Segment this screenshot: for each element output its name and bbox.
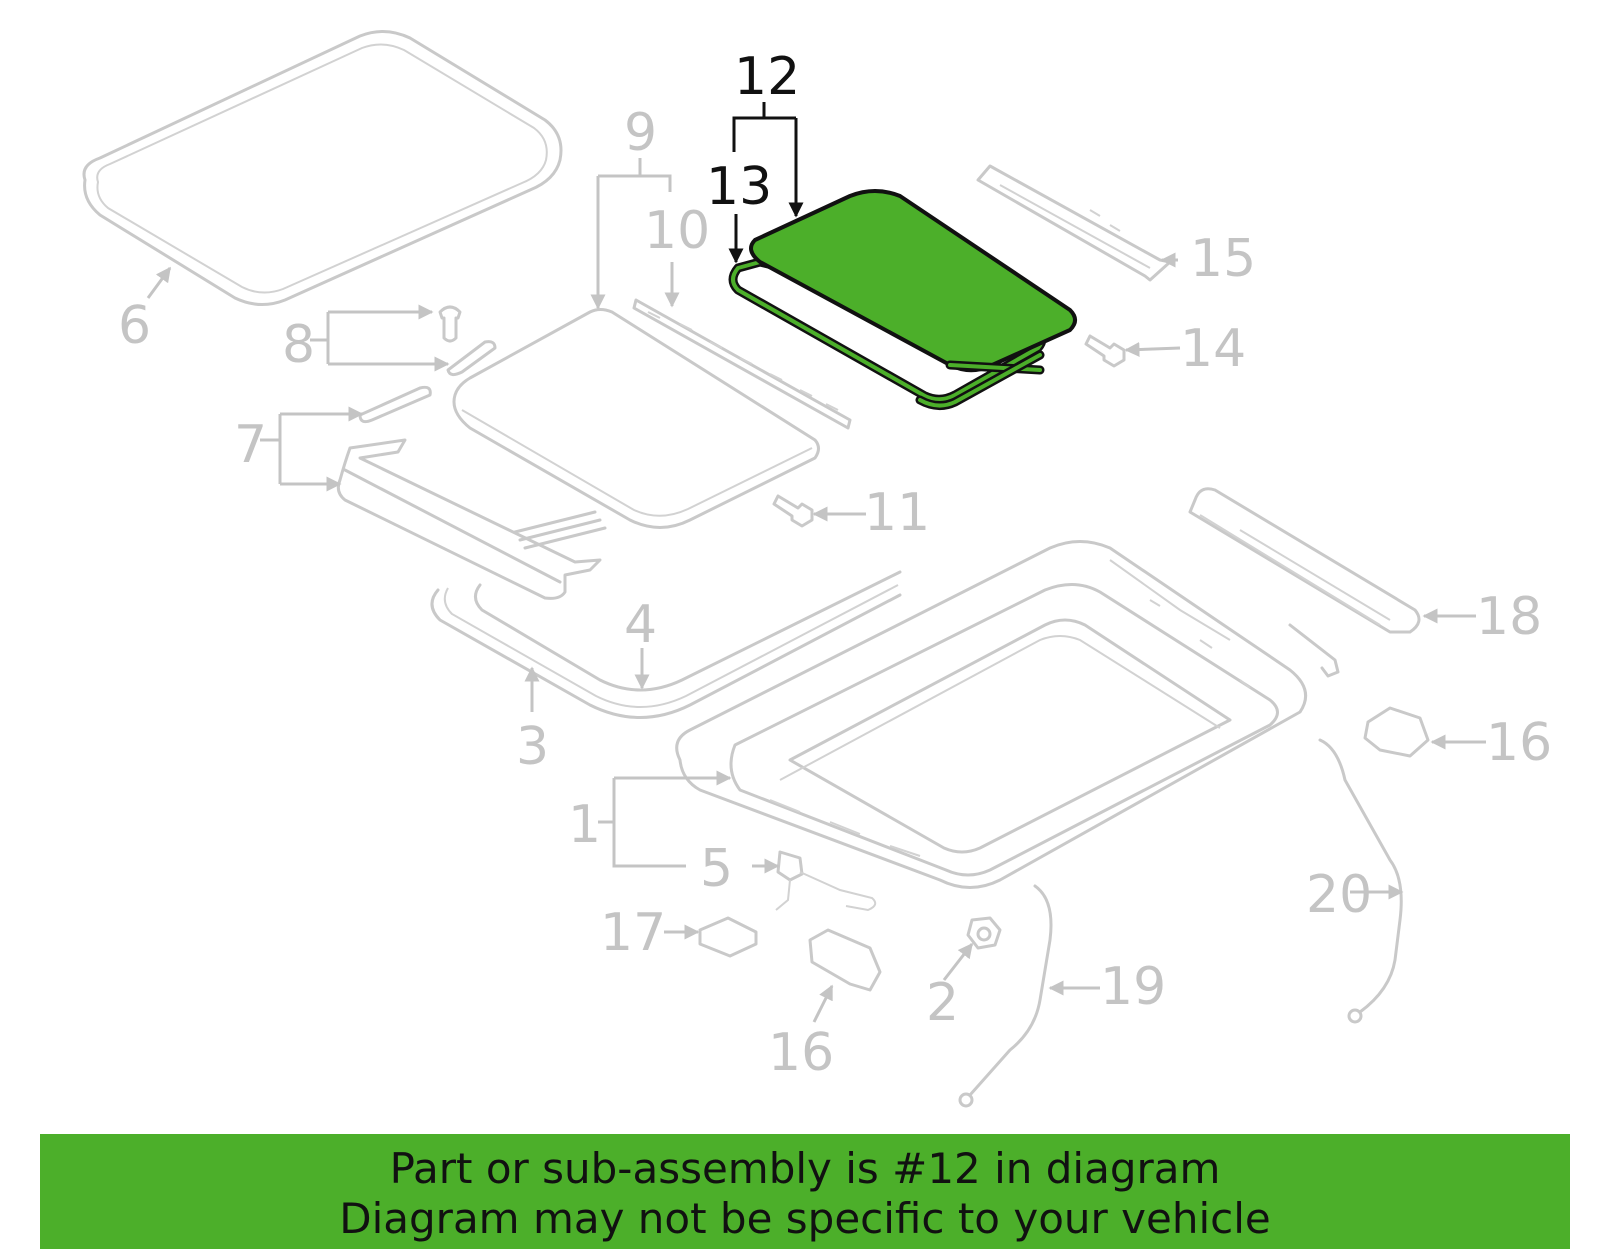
callout-19: 19 [1100,957,1166,1017]
callout-14: 14 [1180,319,1246,379]
callout-2: 2 [926,973,959,1033]
callout-11: 11 [864,483,930,543]
highlighted-seal-part-13 [915,350,1045,410]
nut-part-2 [966,916,1002,950]
module-part-17 [698,916,758,958]
guide-rail-part-15 [976,164,1172,282]
callout-4: 4 [624,595,657,655]
callout-1: 1 [568,795,601,855]
frame-assembly-part-1 [675,540,1308,889]
callout-18: 18 [1476,587,1542,647]
seal-part-3 [430,584,902,719]
leader-lines [146,102,1486,1023]
callout-20: 20 [1306,865,1372,925]
highlighted-part-12 [728,189,1077,404]
callout-3: 3 [516,717,549,777]
info-banner: Part or sub-assembly is #12 in diagram D… [40,1134,1570,1249]
callout-13: 13 [706,157,772,217]
callout-6: 6 [118,296,151,356]
roof-glass-part-9 [452,308,820,529]
callout-8: 8 [282,315,315,375]
callout-12: 12 [734,47,800,107]
banner-line-part: Part or sub-assembly is #12 in diagram [389,1144,1221,1193]
seal-part-4 [474,570,902,692]
banner-line-disclaimer: Diagram may not be specific to your vehi… [339,1194,1271,1243]
motor-part-16-right [1363,706,1430,758]
callout-16-right: 16 [1486,713,1552,773]
bolt-part-11 [772,494,814,528]
callout-9: 9 [624,103,657,163]
callout-10: 10 [644,201,710,261]
callout-16-bottom: 16 [768,1023,834,1083]
motor-part-16-bottom [808,928,882,992]
harness-part-5 [775,850,877,912]
callout-17: 17 [600,903,666,963]
front-rail-part-7 [336,385,607,600]
bolt-part-14 [1084,334,1126,368]
fastener-part-8 [438,305,497,377]
deflector-strip-part-10 [632,298,852,430]
callout-5: 5 [700,839,733,899]
sunshade-part-18 [1188,487,1421,678]
glass-panel-part-6 [82,30,563,306]
callout-7: 7 [234,415,267,475]
drain-hose-part-19 [958,884,1053,1108]
callout-15: 15 [1190,229,1256,289]
